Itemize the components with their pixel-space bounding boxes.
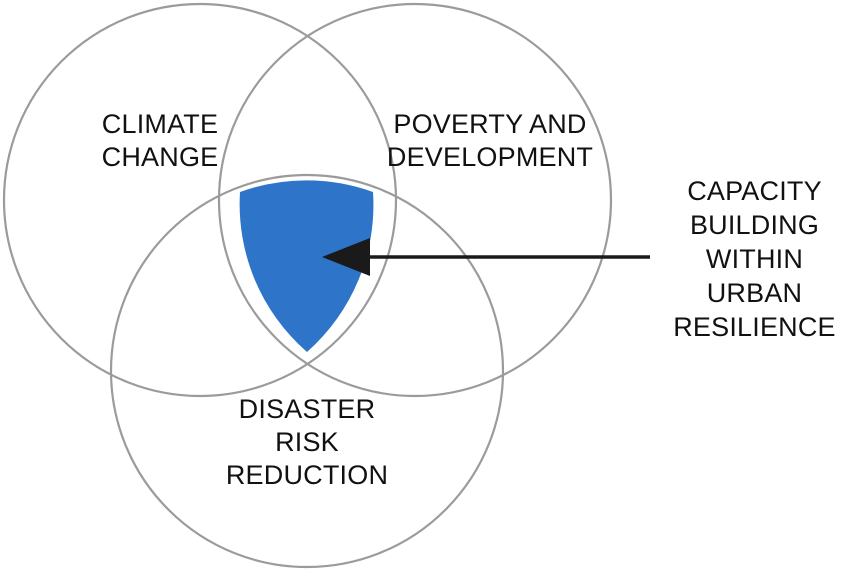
venn-circle-outlines [2, 2, 613, 569]
label-poverty-development: POVERTY AND DEVELOPMENT [386, 109, 594, 172]
label-disaster-risk-reduction: DISASTER RISK REDUCTION [225, 394, 389, 490]
circle-climate-change [2, 2, 398, 398]
callout-arrow-head-icon [322, 238, 370, 276]
label-climate-change: CLIMATE CHANGE [101, 109, 219, 172]
callout-arrow [322, 238, 650, 276]
triple-intersection-shape [239, 180, 374, 352]
triple-intersection-region [239, 180, 374, 352]
label-capacity-building-within-urban-resilience: CAPACITY BUILDING WITHIN URBAN RESILIENC… [673, 176, 836, 342]
circle-poverty-development [217, 2, 613, 398]
circle-disaster-risk-reduction [109, 173, 505, 569]
